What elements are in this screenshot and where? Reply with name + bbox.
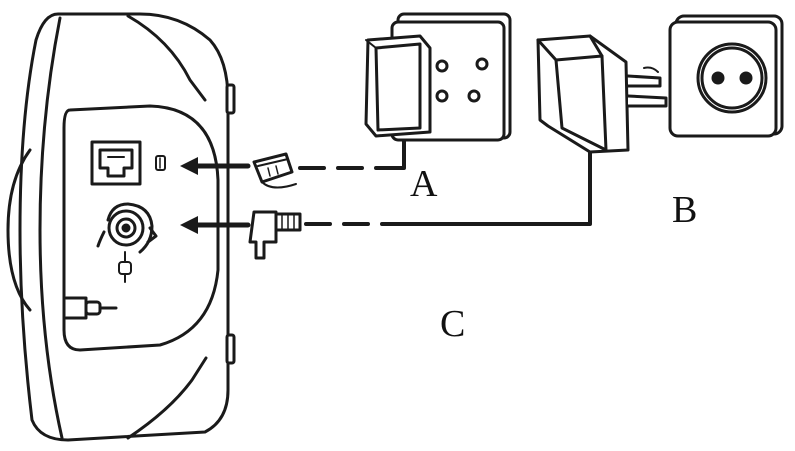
side-button-bottom	[227, 335, 234, 363]
base-station-shoulder	[128, 16, 205, 100]
base-station-bottom-shoulder	[128, 358, 206, 438]
phone-cable	[396, 136, 404, 168]
power-symbol	[119, 252, 131, 282]
base-station	[8, 14, 234, 440]
power-adapter	[538, 36, 666, 152]
side-button-top	[227, 85, 234, 113]
rj11-plug-icon	[254, 154, 296, 188]
dc-barrel-plug-icon	[250, 212, 300, 258]
base-station-side-bulge	[8, 150, 30, 310]
rj11-socket-icon	[92, 142, 140, 184]
dc-power-socket-icon	[98, 204, 156, 252]
power-cable	[396, 148, 590, 224]
cable-clip	[66, 298, 116, 318]
phone-line-symbol	[156, 156, 165, 170]
label-b: B	[672, 189, 697, 231]
base-station-front-contour	[40, 18, 62, 438]
arrow-left-icon	[180, 216, 248, 234]
label-c: C	[440, 303, 465, 345]
power-wall-socket	[670, 16, 782, 136]
arrow-left-icon	[180, 157, 248, 175]
telephone-wall-socket	[366, 14, 510, 140]
label-a: A	[410, 163, 438, 205]
